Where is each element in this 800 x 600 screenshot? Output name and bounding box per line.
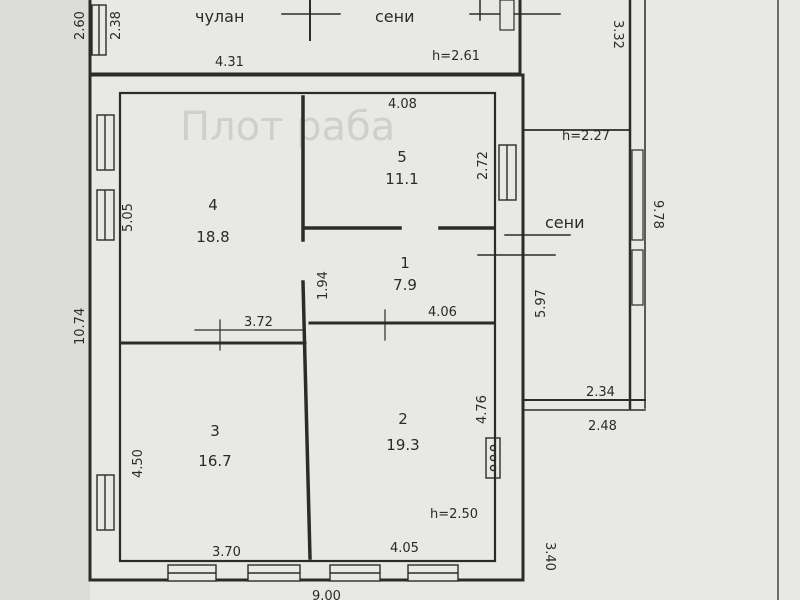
room-1-number: 1 xyxy=(400,254,410,272)
window-right-room5 xyxy=(498,144,517,201)
label-chulan: чулан xyxy=(195,7,244,26)
paper-shade xyxy=(0,0,90,600)
window-left-1 xyxy=(96,114,115,171)
room-5-area: 11.1 xyxy=(385,170,418,188)
dim-2-60: 2.60 xyxy=(73,11,88,40)
room-4-area: 18.8 xyxy=(196,228,229,246)
window-annex xyxy=(91,4,107,56)
dim-10-74: 10.74 xyxy=(73,308,88,345)
room-3-number: 3 xyxy=(210,422,220,440)
dim-1-94: 1.94 xyxy=(316,271,331,300)
house-outer-wall xyxy=(88,73,525,582)
window-annex-right xyxy=(499,0,515,31)
dim-4-06: 4.06 xyxy=(428,305,457,320)
window-bottom-2 xyxy=(247,564,301,582)
label-seni-right: сени xyxy=(545,213,585,232)
dim-9-00: 9.00 xyxy=(312,589,341,600)
label-h-250: h=2.50 xyxy=(430,507,478,522)
window-left-3 xyxy=(96,474,115,531)
room-1-area: 7.9 xyxy=(393,276,417,294)
room-4-number: 4 xyxy=(208,196,218,214)
dim-4-08: 4.08 xyxy=(388,97,417,112)
room-3-area: 16.7 xyxy=(198,452,231,470)
house-inner-wall xyxy=(118,91,497,563)
dim-3-72: 3.72 xyxy=(244,315,273,330)
window-left-2 xyxy=(96,189,115,241)
dim-3-40: 3.40 xyxy=(542,542,557,571)
stove-icon xyxy=(485,437,501,479)
dim-5-97: 5.97 xyxy=(534,289,549,318)
dim-4-05: 4.05 xyxy=(390,541,419,556)
dim-9-78: 9.78 xyxy=(650,200,665,229)
room-2-number: 2 xyxy=(398,410,408,428)
dim-2-38: 2.38 xyxy=(109,11,124,40)
label-h-261: h=2.61 xyxy=(432,49,480,64)
dim-5-05: 5.05 xyxy=(121,203,136,232)
window-veranda-2 xyxy=(631,249,644,306)
dim-4-31: 4.31 xyxy=(215,55,244,70)
dim-2-34: 2.34 xyxy=(586,385,615,400)
dim-4-50: 4.50 xyxy=(131,449,146,478)
dim-3-70: 3.70 xyxy=(212,545,241,560)
window-bottom-3 xyxy=(329,564,381,582)
dim-2-48: 2.48 xyxy=(588,419,617,434)
room-5-number: 5 xyxy=(397,148,407,166)
label-seni-top: сени xyxy=(375,7,415,26)
label-h-227: h=2.27 xyxy=(562,129,610,144)
partition-3-2 xyxy=(301,280,312,560)
window-bottom-1 xyxy=(167,564,217,582)
window-veranda-1 xyxy=(631,149,644,241)
room-2-area: 19.3 xyxy=(386,436,419,454)
dim-3-32: 3.32 xyxy=(610,20,625,49)
watermark: Плот раба xyxy=(180,104,395,150)
window-bottom-4 xyxy=(407,564,459,582)
dim-4-76: 4.76 xyxy=(475,395,490,424)
dim-2-72: 2.72 xyxy=(476,151,491,180)
